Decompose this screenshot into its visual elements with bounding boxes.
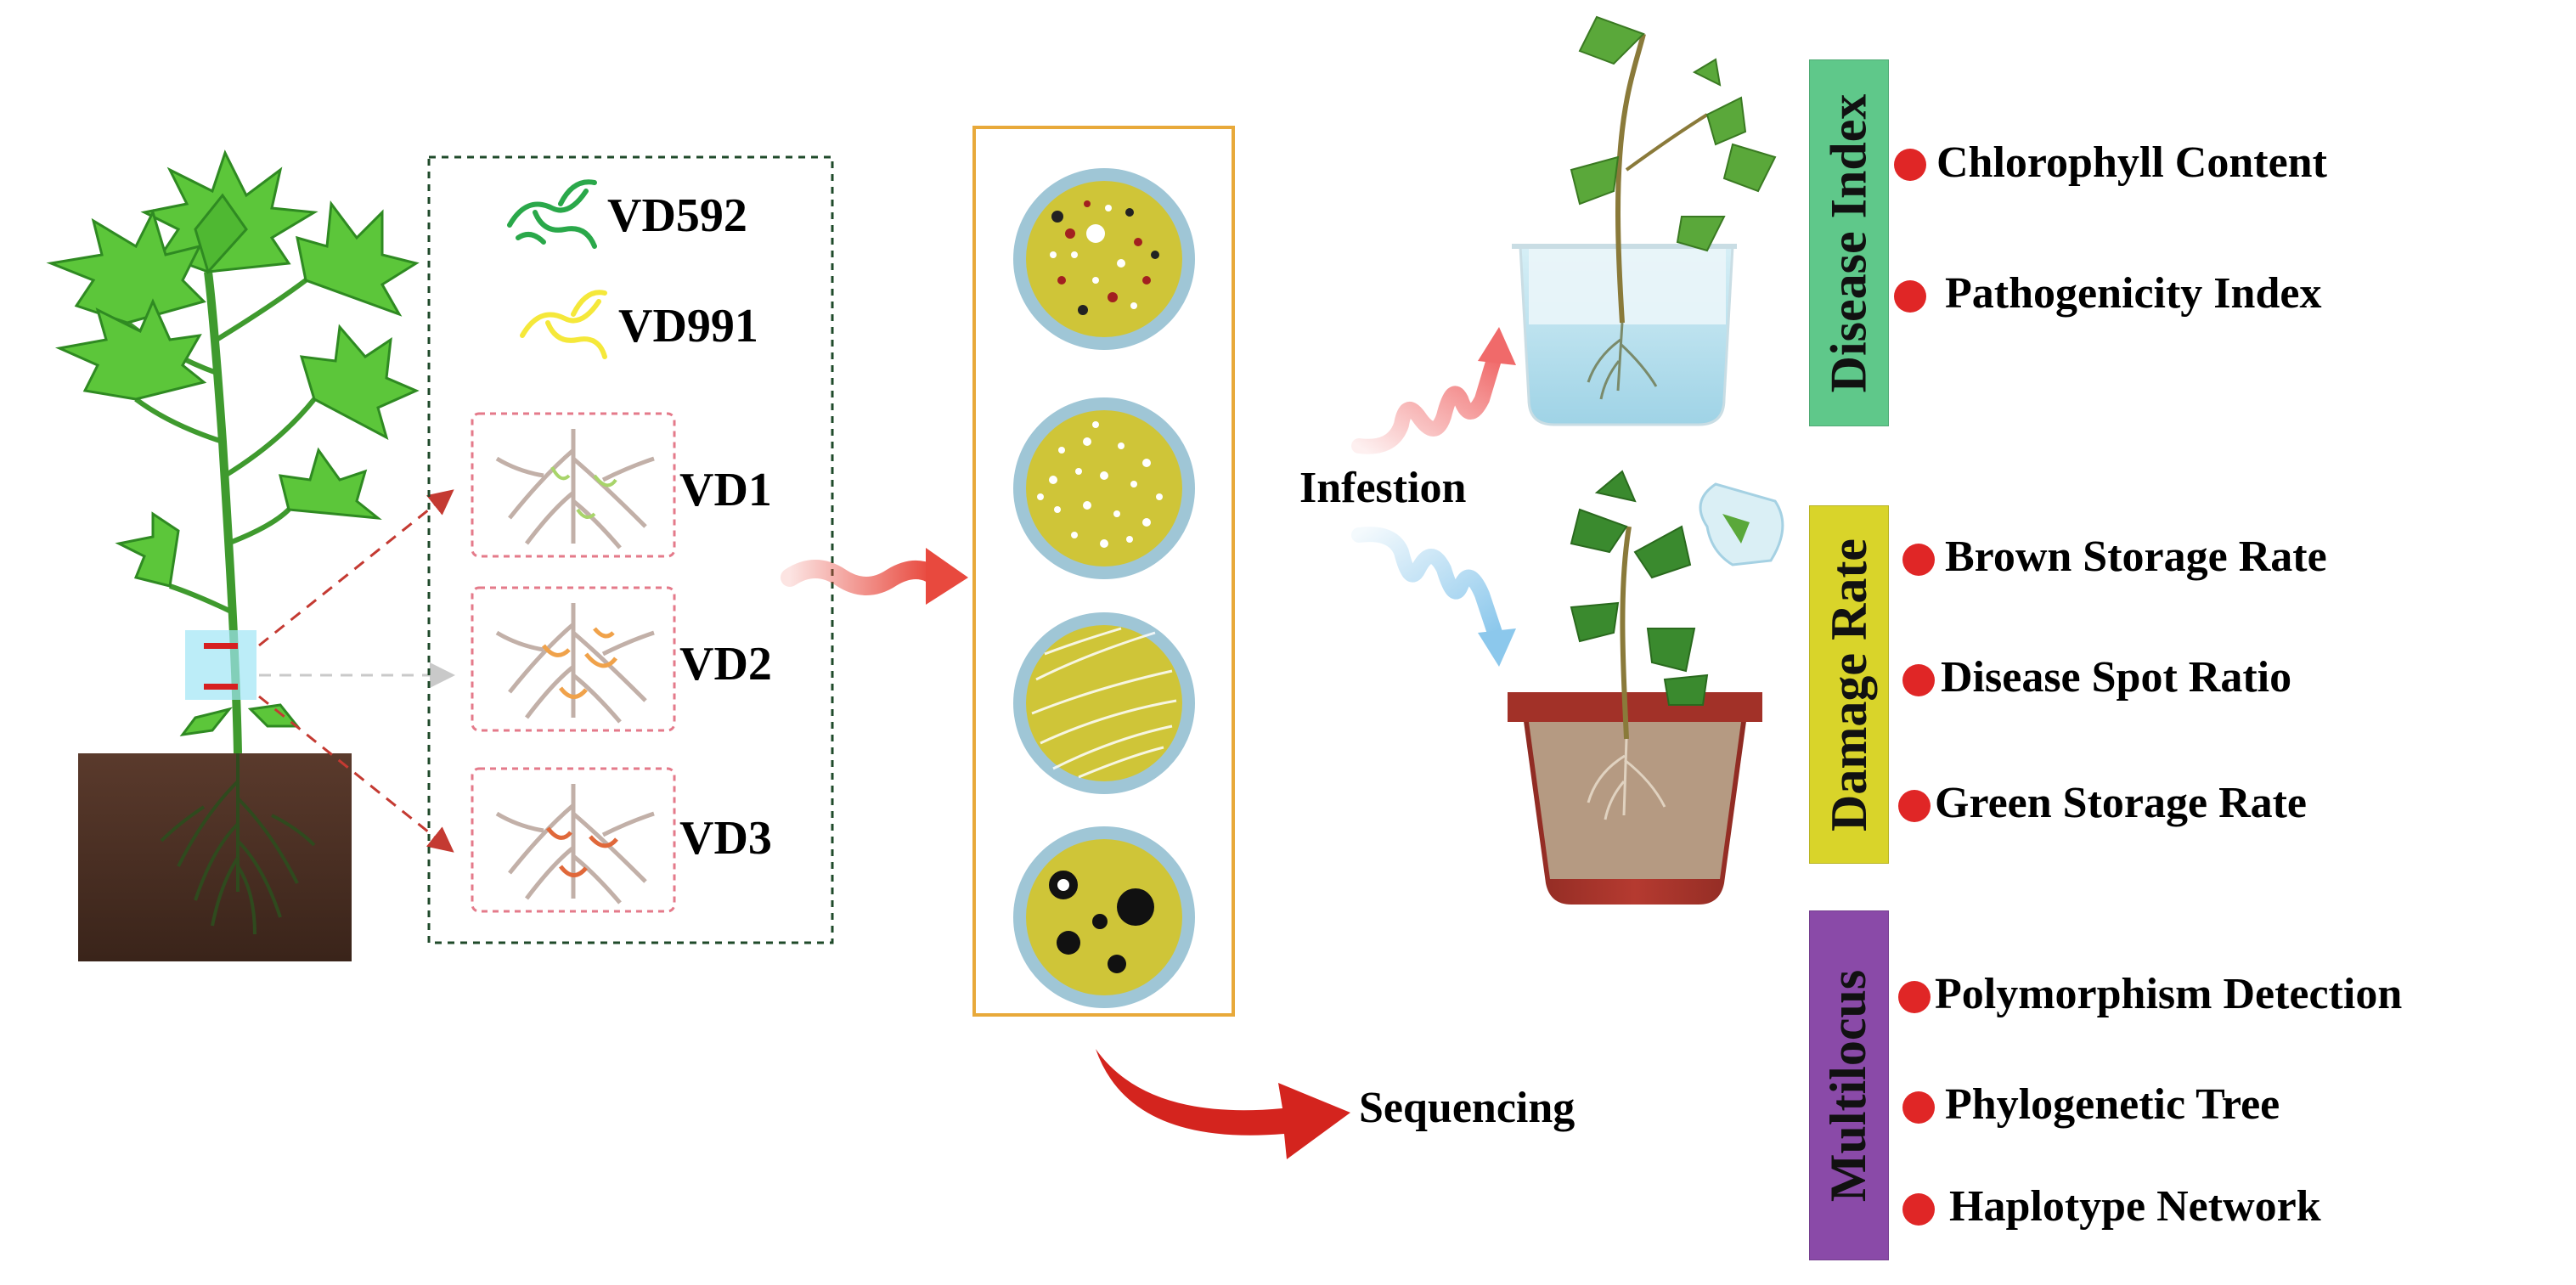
- vd1-tissue-box: [471, 412, 676, 558]
- disease-index-title: Disease Index: [1820, 93, 1877, 392]
- metric-pathogenicity-index: Pathogenicity Index: [1945, 269, 2322, 318]
- damage-rate-box: Damage Rate: [1809, 505, 1889, 864]
- plant-roots: [160, 753, 316, 935]
- metric-polymorphism-detection: Polymorphism Detection: [1935, 970, 2403, 1018]
- vd3-tissue-box: [471, 767, 676, 913]
- infestation-label: Infestion: [1299, 464, 1467, 512]
- multilocus-title: Multilocus: [1820, 969, 1877, 1202]
- metric-green-storage-rate: Green Storage Rate: [1935, 779, 2308, 827]
- vd592-mycelium-icon: [507, 179, 597, 249]
- strain-vd991-label: VD991: [618, 300, 758, 352]
- sequencing-arrow: [1096, 1049, 1350, 1159]
- metric-brown-storage-rate: Brown Storage Rate: [1945, 533, 2327, 581]
- metric-chlorophyll-content: Chlorophyll Content: [1936, 138, 2327, 187]
- vd2-tissue-box: [471, 586, 676, 732]
- sequencing-label: Sequencing: [1359, 1084, 1575, 1132]
- metric-disease-spot-ratio: Disease Spot Ratio: [1941, 653, 2292, 702]
- pot-seedling-illustration: [1508, 470, 1784, 905]
- sampling-arrows: [258, 489, 455, 853]
- infestation-up-arrow: [1351, 327, 1516, 454]
- bullet-brown-storage: [1902, 544, 1935, 576]
- strain-vd2-label: VD2: [679, 638, 772, 690]
- vd991-mycelium-icon: [520, 290, 607, 359]
- watering-pitcher-icon: [1699, 482, 1784, 566]
- culture-plate-4: [1013, 826, 1195, 1008]
- strain-panel: [427, 155, 834, 944]
- strain-vd592-label: VD592: [607, 189, 747, 242]
- beaker-seedling-illustration: [1512, 15, 1777, 426]
- bullet-pathogenicity: [1894, 280, 1926, 313]
- plant-leaves: [46, 149, 420, 588]
- bullet-haplotype: [1902, 1193, 1935, 1226]
- strain-vd3-label: VD3: [679, 812, 772, 865]
- multilocus-box: Multilocus: [1809, 910, 1889, 1260]
- culture-plate-1: [1013, 168, 1195, 350]
- bullet-polymorphism: [1898, 981, 1931, 1013]
- bullet-disease-spot: [1902, 664, 1935, 696]
- strain-vd1-label: VD1: [679, 464, 772, 516]
- metric-phylogenetic-tree: Phylogenetic Tree: [1945, 1080, 2280, 1129]
- culture-plate-2: [1013, 397, 1195, 579]
- bullet-chlorophyll: [1894, 149, 1926, 181]
- culture-plate-3: [1013, 612, 1195, 794]
- infestation-down-arrow: [1351, 527, 1516, 667]
- isolation-arrow: [781, 548, 968, 605]
- damage-rate-title: Damage Rate: [1820, 538, 1877, 831]
- bullet-green-storage: [1898, 790, 1931, 822]
- metric-haplotype-network: Haplotype Network: [1949, 1182, 2321, 1231]
- bullet-phylogenetic: [1902, 1091, 1935, 1124]
- cotton-plant-illustration: [46, 149, 420, 961]
- disease-index-box: Disease Index: [1809, 59, 1889, 426]
